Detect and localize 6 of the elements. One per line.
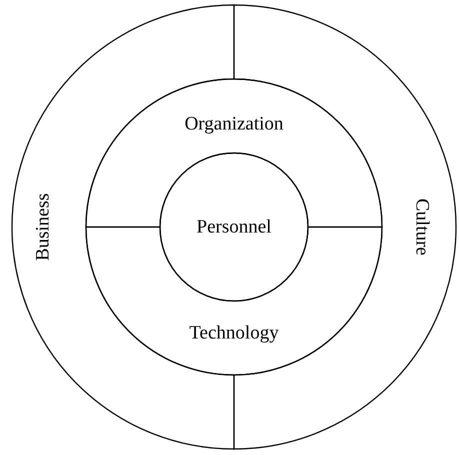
segment-label: Technology [189,324,279,342]
segment-label: Organization [184,114,284,134]
segment-label: Culture [412,198,432,256]
ring-segment [160,153,308,301]
segment-label: Personnel [196,218,272,236]
segment-label: Business [34,193,52,261]
